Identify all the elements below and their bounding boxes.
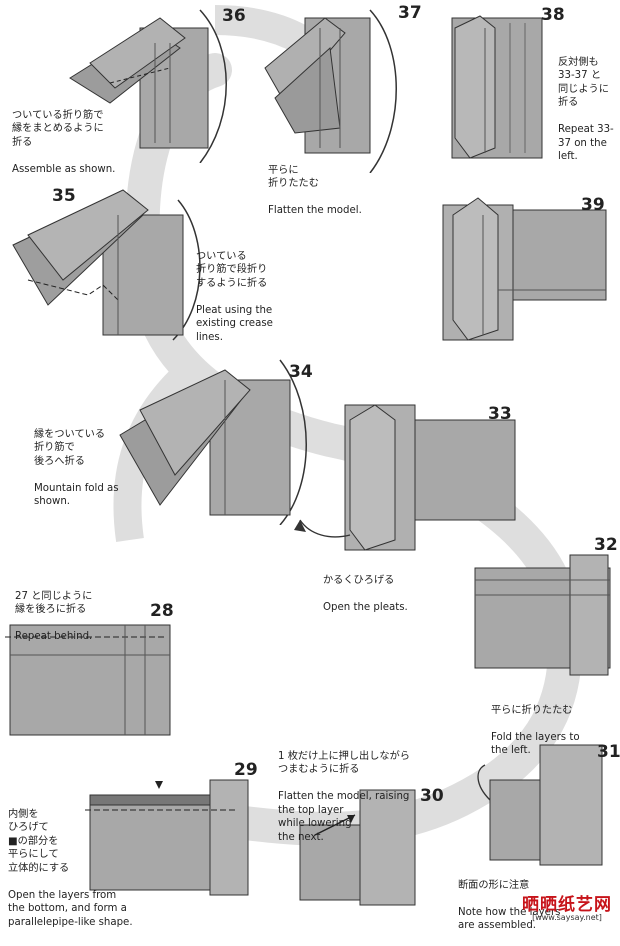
step-37-diagram (264, 9, 397, 173)
step-33-caption: かるくひろげる Open the pleats. (323, 560, 408, 628)
step-31-caption-ja: 断面の形に注意 (458, 879, 530, 891)
step-34-caption-ja: 縁をついている 折り筋で 後ろへ折る (34, 428, 106, 467)
step-29-caption: 内側を ひろげて ■の部分を 平らにして 立体的にする Open the lay… (8, 794, 133, 943)
step-37-number: 37 (398, 3, 422, 23)
step-38-diagram (451, 15, 543, 159)
step-30-caption-ja: 1 枚だけ上に押し出しながら つまむように折る (278, 750, 410, 776)
step-35-diagram (12, 189, 201, 341)
step-30-caption-en: Flatten the model, raising the top layer… (278, 791, 410, 843)
step-36-caption-ja: ついている折り筋で 縁をまとめるように 折る (12, 109, 104, 148)
step-31-number: 31 (597, 742, 620, 762)
watermark-url: [www.saysay.net] (532, 913, 602, 922)
step-29-caption-ja: 内側を ひろげて ■の部分を 平らにして 立体的にする (8, 808, 70, 874)
step-32-caption: 平らに折りたたむ Fold the layers to the left. (491, 690, 580, 771)
step-32-number: 32 (594, 535, 618, 555)
step-35-caption: ついている 折り筋で段折り するように折る Pleat using the ex… (196, 236, 273, 358)
step-30-number: 30 (420, 786, 444, 806)
step-34-number: 34 (289, 362, 313, 382)
step-33-number: 33 (488, 404, 512, 424)
step-36-number: 36 (222, 6, 246, 26)
step-37-caption-ja: 平らに 折りたたむ (268, 164, 319, 190)
step-35-caption-en: Pleat using the existing crease lines. (196, 304, 273, 343)
step-29-diagram (85, 779, 249, 896)
step-38-number: 38 (541, 5, 565, 25)
step-32-caption-en: Fold the layers to the left. (491, 731, 580, 757)
step-37-caption: 平らに 折りたたむ Flatten the model. (268, 150, 362, 231)
step-39-diagram (442, 197, 607, 341)
step-33-caption-en: Open the pleats. (323, 601, 408, 613)
step-29-number: 29 (234, 760, 258, 780)
step-28-caption-en: Repeat behind. (15, 631, 93, 642)
step-38-caption-ja: 反対側も 33-37 と 同じように 折る (558, 56, 609, 109)
step-28-caption-ja: 27 と同じように 縁を後ろに折る (15, 590, 93, 616)
step-36-diagram (69, 9, 227, 163)
step-37-caption-en: Flatten the model. (268, 205, 362, 216)
step-36-caption: ついている折り筋で 縁をまとめるように 折る Assemble as shown… (12, 95, 115, 190)
step-36-caption-en: Assemble as shown. (12, 163, 116, 175)
step-34-caption: 縁をついている 折り筋で 後ろへ折る Mountain fold as show… (34, 414, 119, 522)
step-38-caption: 反対側も 33-37 と 同じように 折る Repeat 33- 37 on t… (558, 42, 614, 177)
step-32-caption-ja: 平らに折りたたむ (491, 704, 573, 716)
step-38-caption-en: Repeat 33- 37 on the left. (558, 124, 614, 162)
step-28-number: 28 (150, 601, 174, 621)
watermark-logo: 晒晒纸艺网 (522, 895, 612, 915)
step-34-caption-en: Mountain fold as shown. (34, 482, 119, 508)
step-30-diagram (299, 789, 416, 906)
step-31-diagram (477, 744, 603, 866)
step-33-caption-ja: かるくひろげる (323, 574, 395, 586)
step-35-caption-ja: ついている 折り筋で段折り するように折る (196, 250, 268, 289)
step-30-caption: 1 枚だけ上に押し出しながら つまむように折る Flatten the mode… (278, 736, 410, 858)
watermark: 晒晒纸艺网 [www.saysay.net] (522, 890, 612, 922)
step-29-caption-en: Open the layers from the bottom, and for… (8, 889, 133, 928)
step-32-diagram (474, 554, 611, 676)
step-28-diagram (5, 624, 171, 736)
step-35-number: 35 (52, 186, 76, 206)
step-34-diagram (119, 359, 307, 525)
step-33-diagram (294, 404, 516, 551)
step-39-number: 39 (581, 195, 605, 215)
step-28-caption: 27 と同じように 縁を後ろに折る Repeat behind. (15, 576, 92, 657)
